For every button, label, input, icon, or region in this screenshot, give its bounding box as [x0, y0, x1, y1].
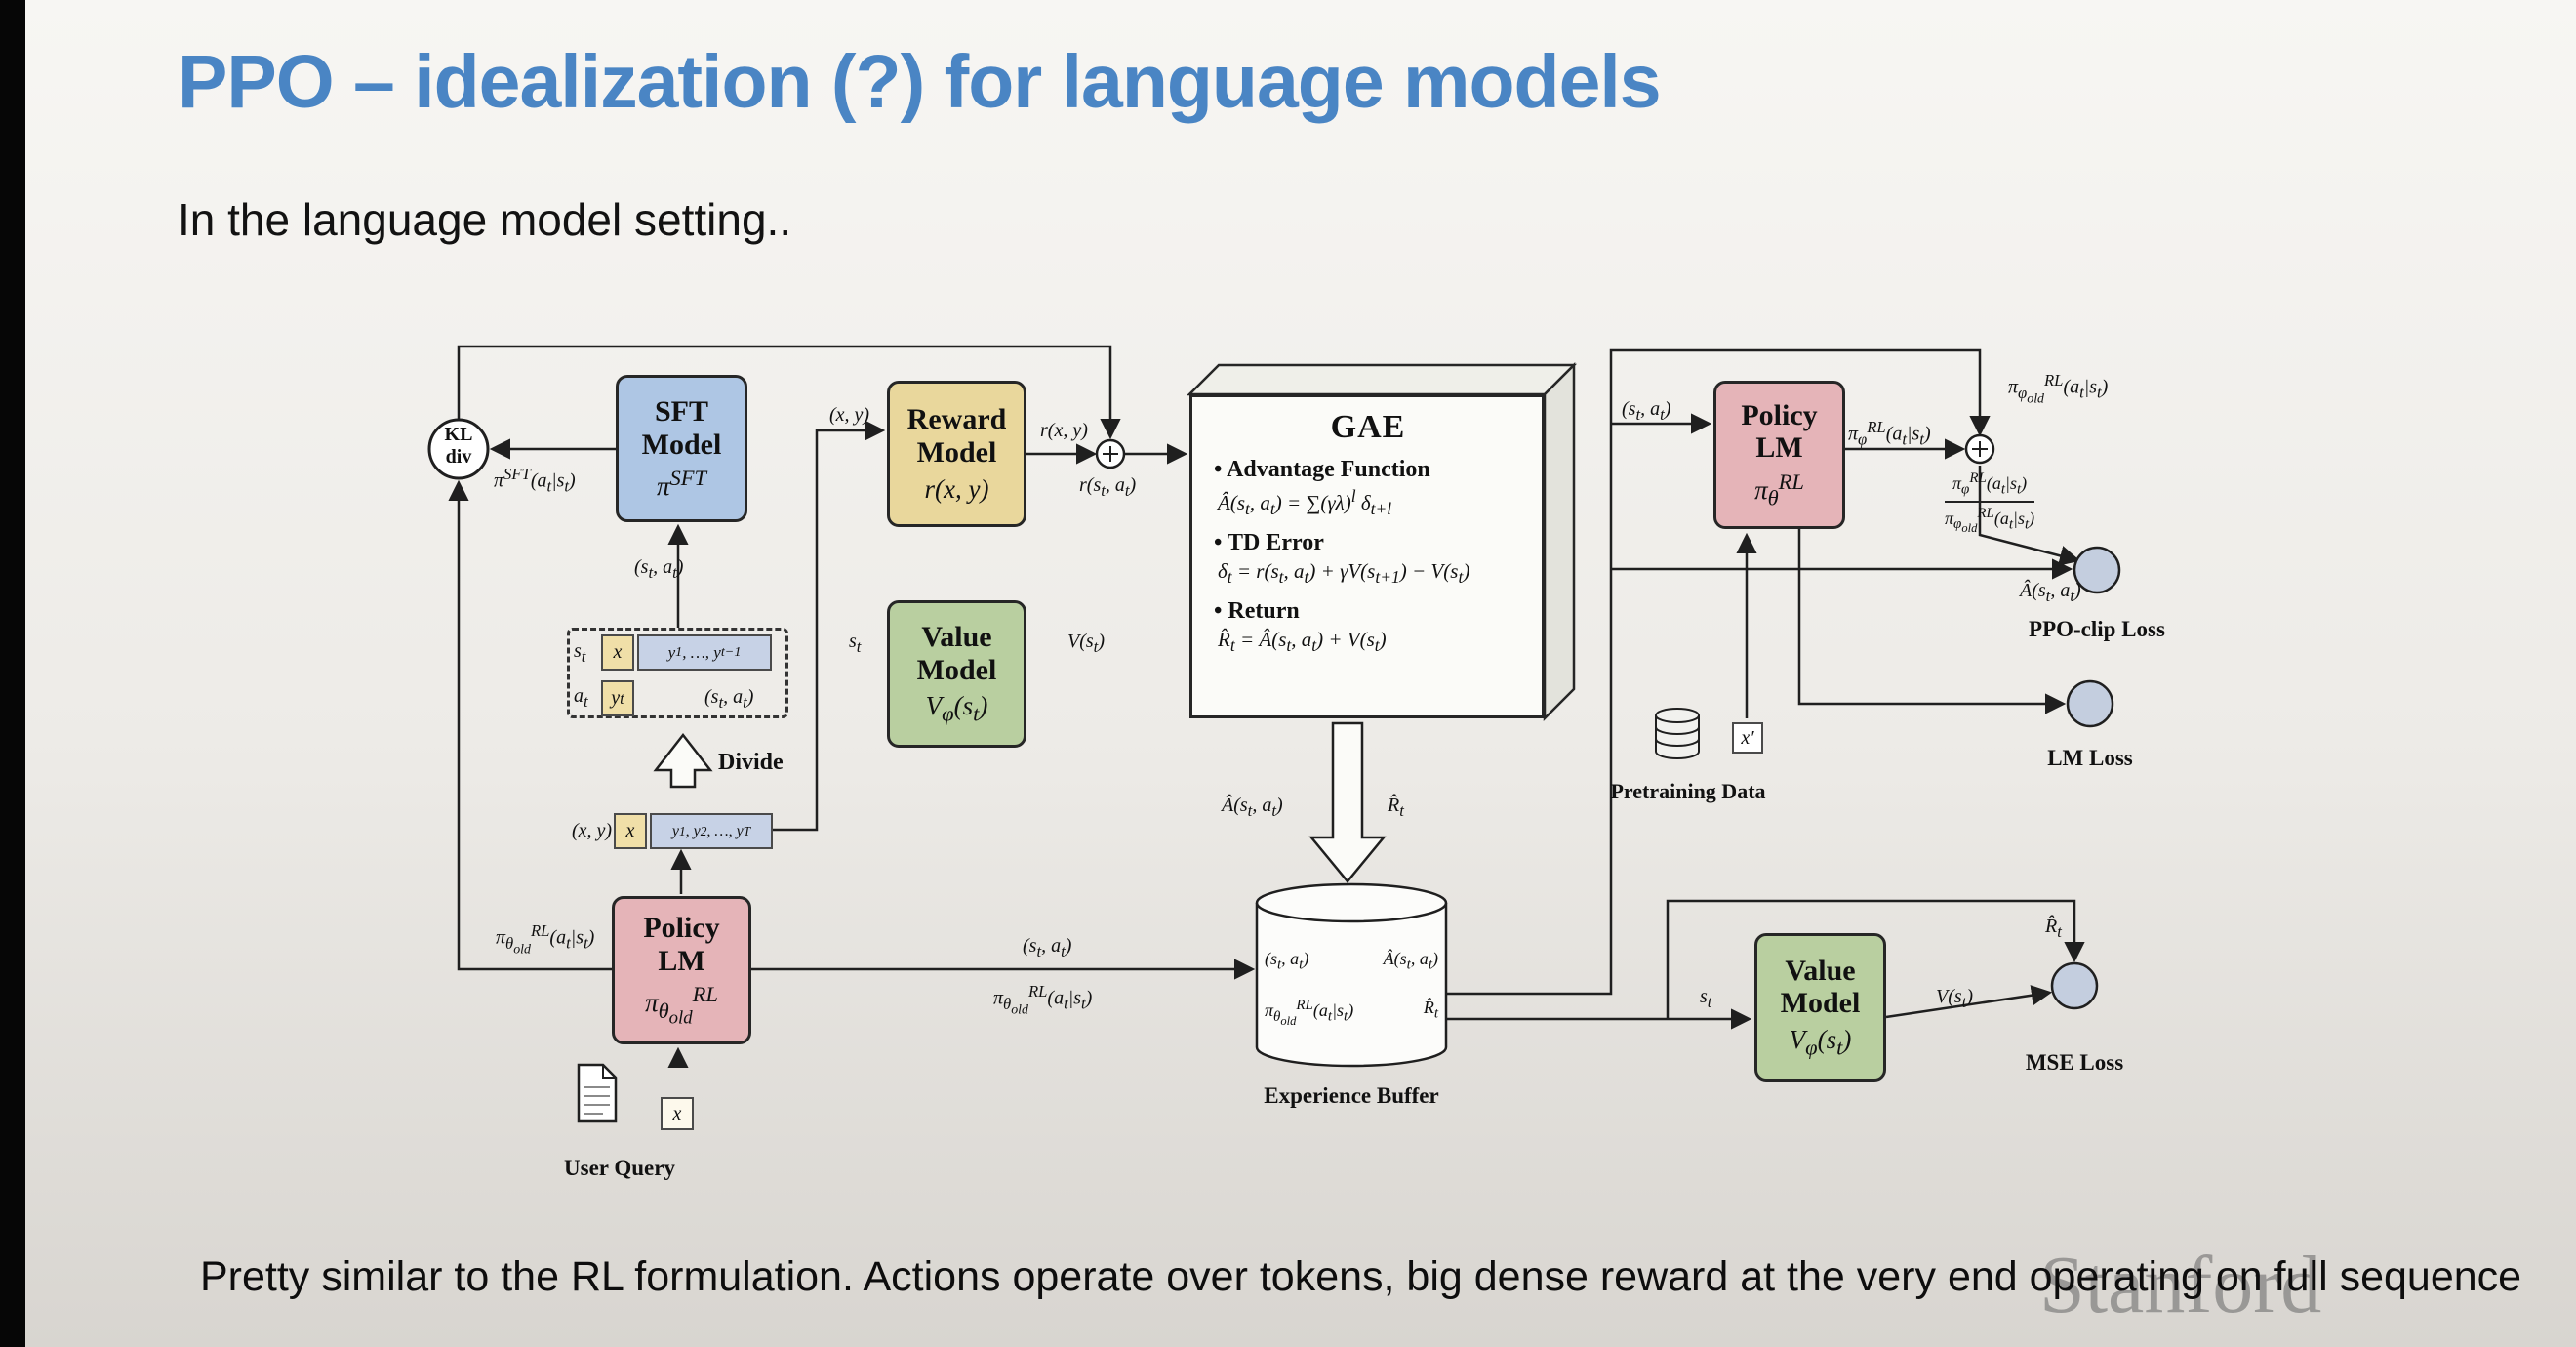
divide-arrow-icon — [653, 732, 713, 789]
user-query-label: User Query — [564, 1156, 675, 1180]
label-a-hat-gae-out: Â(st, at) — [1222, 795, 1283, 820]
kl-div-node: KL div — [430, 424, 487, 469]
label-pi-phiold-top: πφoldRL(at|st) — [2008, 371, 2109, 406]
plus-circle-icon-ratio — [1964, 433, 1995, 465]
policy-lm-bottom-formula: πθoldRL — [645, 982, 718, 1029]
loss-nodes — [2050, 546, 2121, 1010]
ppo-ratio-fraction: πφRL(at|st) πφoldRL(at|st) — [1945, 469, 2035, 536]
ratio-denominator: πφoldRL(at|st) — [1945, 505, 2035, 536]
gae-heading-advantage: Advantage Function — [1214, 457, 1522, 483]
slide-subtitle: In the language model setting.. — [178, 194, 792, 245]
policy-lm-right-formula: πθRL — [1754, 469, 1804, 510]
label-st-at-to-buffer: (st, at) — [1023, 935, 1072, 960]
lm-loss-label: LM Loss — [2047, 746, 2133, 770]
ratio-numerator: πφRL(at|st) — [1945, 469, 2035, 503]
pretraining-data-icon — [1655, 708, 1700, 759]
user-query-doc-icon — [577, 1063, 618, 1122]
connector-arrows — [448, 345, 2085, 1069]
label-a-hat-ppo: Â(st, at) — [2020, 580, 2081, 605]
query-x-box: x — [661, 1097, 694, 1130]
lm-loss-node — [2066, 679, 2114, 728]
label-a-t: at — [574, 685, 588, 711]
gae-formula-td-error: δt = r(st, at) + γV(st+1) − V(st) — [1218, 559, 1470, 588]
kl-div-line2: div — [445, 446, 472, 468]
x-prime-box: x′ — [1732, 722, 1763, 754]
kl-div-line1: KL — [444, 424, 473, 445]
label-s-t: st — [574, 640, 586, 666]
ppo-clip-loss-node — [2073, 546, 2121, 594]
reward-model-formula: r(x, y) — [924, 473, 989, 504]
label-r-xy: r(x, y) — [1040, 420, 1088, 441]
gae-title: GAE — [1330, 409, 1406, 445]
gae-heading-td-error: TD Error — [1214, 530, 1522, 556]
letterbox-band — [0, 0, 25, 1347]
label-s-t-to-value: st — [849, 631, 862, 656]
footer-note: Pretty similar to the RL formulation. Ac… — [200, 1253, 2522, 1300]
label-st-at-to-policy: (st, at) — [1622, 398, 1671, 424]
slide-title: PPO – idealization (?) for language mode… — [178, 40, 1662, 124]
label-x-y-row: (x, y) — [572, 820, 613, 841]
divide-label: Divide — [718, 750, 784, 775]
ppo-clip-loss-label: PPO-clip Loss — [2029, 617, 2165, 641]
label-r-hat-gae-out: R̂t — [1388, 795, 1404, 820]
value-model-bottom-formula: Vφ(st) — [1789, 1024, 1852, 1060]
experience-buffer-row2: πθoldRL(at|st)R̂t — [1265, 998, 1438, 1028]
token-x2-box: x — [614, 813, 647, 849]
label-s-t-a-t-row: (st, at) — [704, 686, 754, 712]
label-r-hat-to-mse: R̂t — [2045, 916, 2062, 941]
label-r-st-at: r(st, at) — [1079, 474, 1137, 500]
value-model-top-formula: Vφ(st) — [925, 691, 988, 726]
experience-buffer-shape — [1255, 882, 1448, 1068]
label-st-at-to-sft: (st, at) — [634, 556, 684, 582]
pretraining-data-label: Pretraining Data — [1610, 779, 1766, 803]
label-xy-to-reward: (x, y) — [829, 404, 870, 426]
mse-loss-label: MSE Loss — [2025, 1050, 2124, 1075]
sft-model-formula: πSFT — [656, 466, 707, 502]
plus-circle-icon-reward — [1095, 438, 1126, 469]
gae-heading-return: Return — [1214, 598, 1522, 625]
label-s-t-to-value-bottom: st — [1700, 986, 1712, 1011]
gae-formula-return: R̂t = Â(st, at) + V(st) — [1218, 628, 1387, 656]
gae-box: GAE Advantage Function Â(st, at) = ∑(γλ)… — [1189, 394, 1545, 718]
mse-loss-node — [2050, 961, 2099, 1010]
label-pi-phi-action: πφRL(at|st) — [1848, 418, 1931, 449]
kl-circle-shape — [427, 418, 490, 480]
experience-buffer-row1: (st, at)Â(st, at) — [1265, 949, 1438, 973]
label-v-st: V(st) — [1067, 631, 1105, 656]
label-pi-old-to-kl: πθoldRL(at|st) — [496, 921, 595, 957]
state-action-tokens-box — [567, 628, 788, 718]
gae-output-arrow-icon — [1308, 721, 1387, 883]
label-pi-sft-action: πSFT(at|st) — [494, 465, 576, 496]
label-pi-old-to-buffer: πθoldRL(at|st) — [993, 982, 1093, 1017]
stanford-watermark: Stanford — [2039, 1240, 2322, 1330]
experience-buffer-label: Experience Buffer — [1264, 1083, 1439, 1108]
label-v-st-to-mse: V(st) — [1936, 986, 1973, 1011]
token-x-box: x — [601, 634, 634, 671]
gae-formula-advantage: Â(st, at) = ∑(γλ)l δt+l — [1218, 486, 1392, 519]
